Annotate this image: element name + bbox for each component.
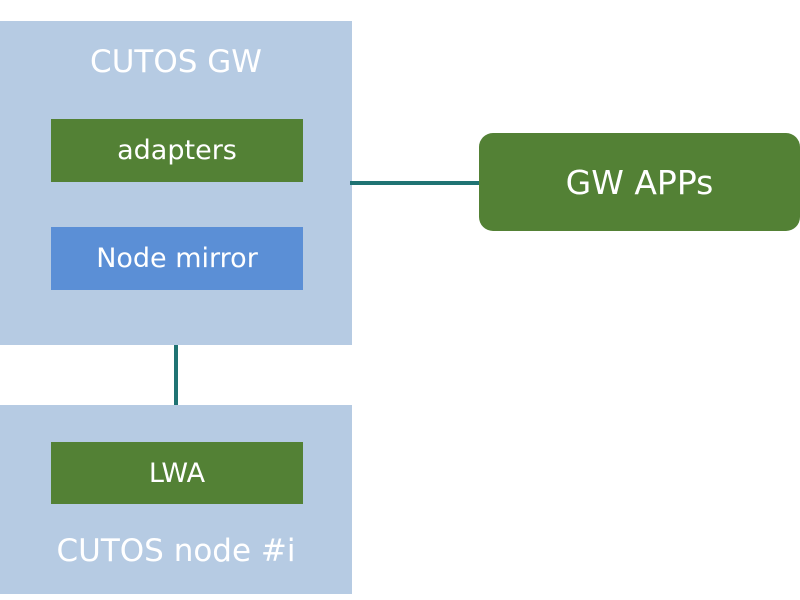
adapters-box: adapters [51,119,303,182]
gw-to-node-connector [174,345,178,405]
node-mirror-box: Node mirror [51,227,303,290]
cutos-node-title: CUTOS node #i [56,533,296,569]
cutos-gw-title: CUTOS GW [90,44,262,80]
cutos-gw-panel [0,21,352,345]
gw-apps-box: GW APPs [479,133,800,231]
gw-to-apps-connector [350,181,479,185]
lwa-box: LWA [51,442,303,504]
